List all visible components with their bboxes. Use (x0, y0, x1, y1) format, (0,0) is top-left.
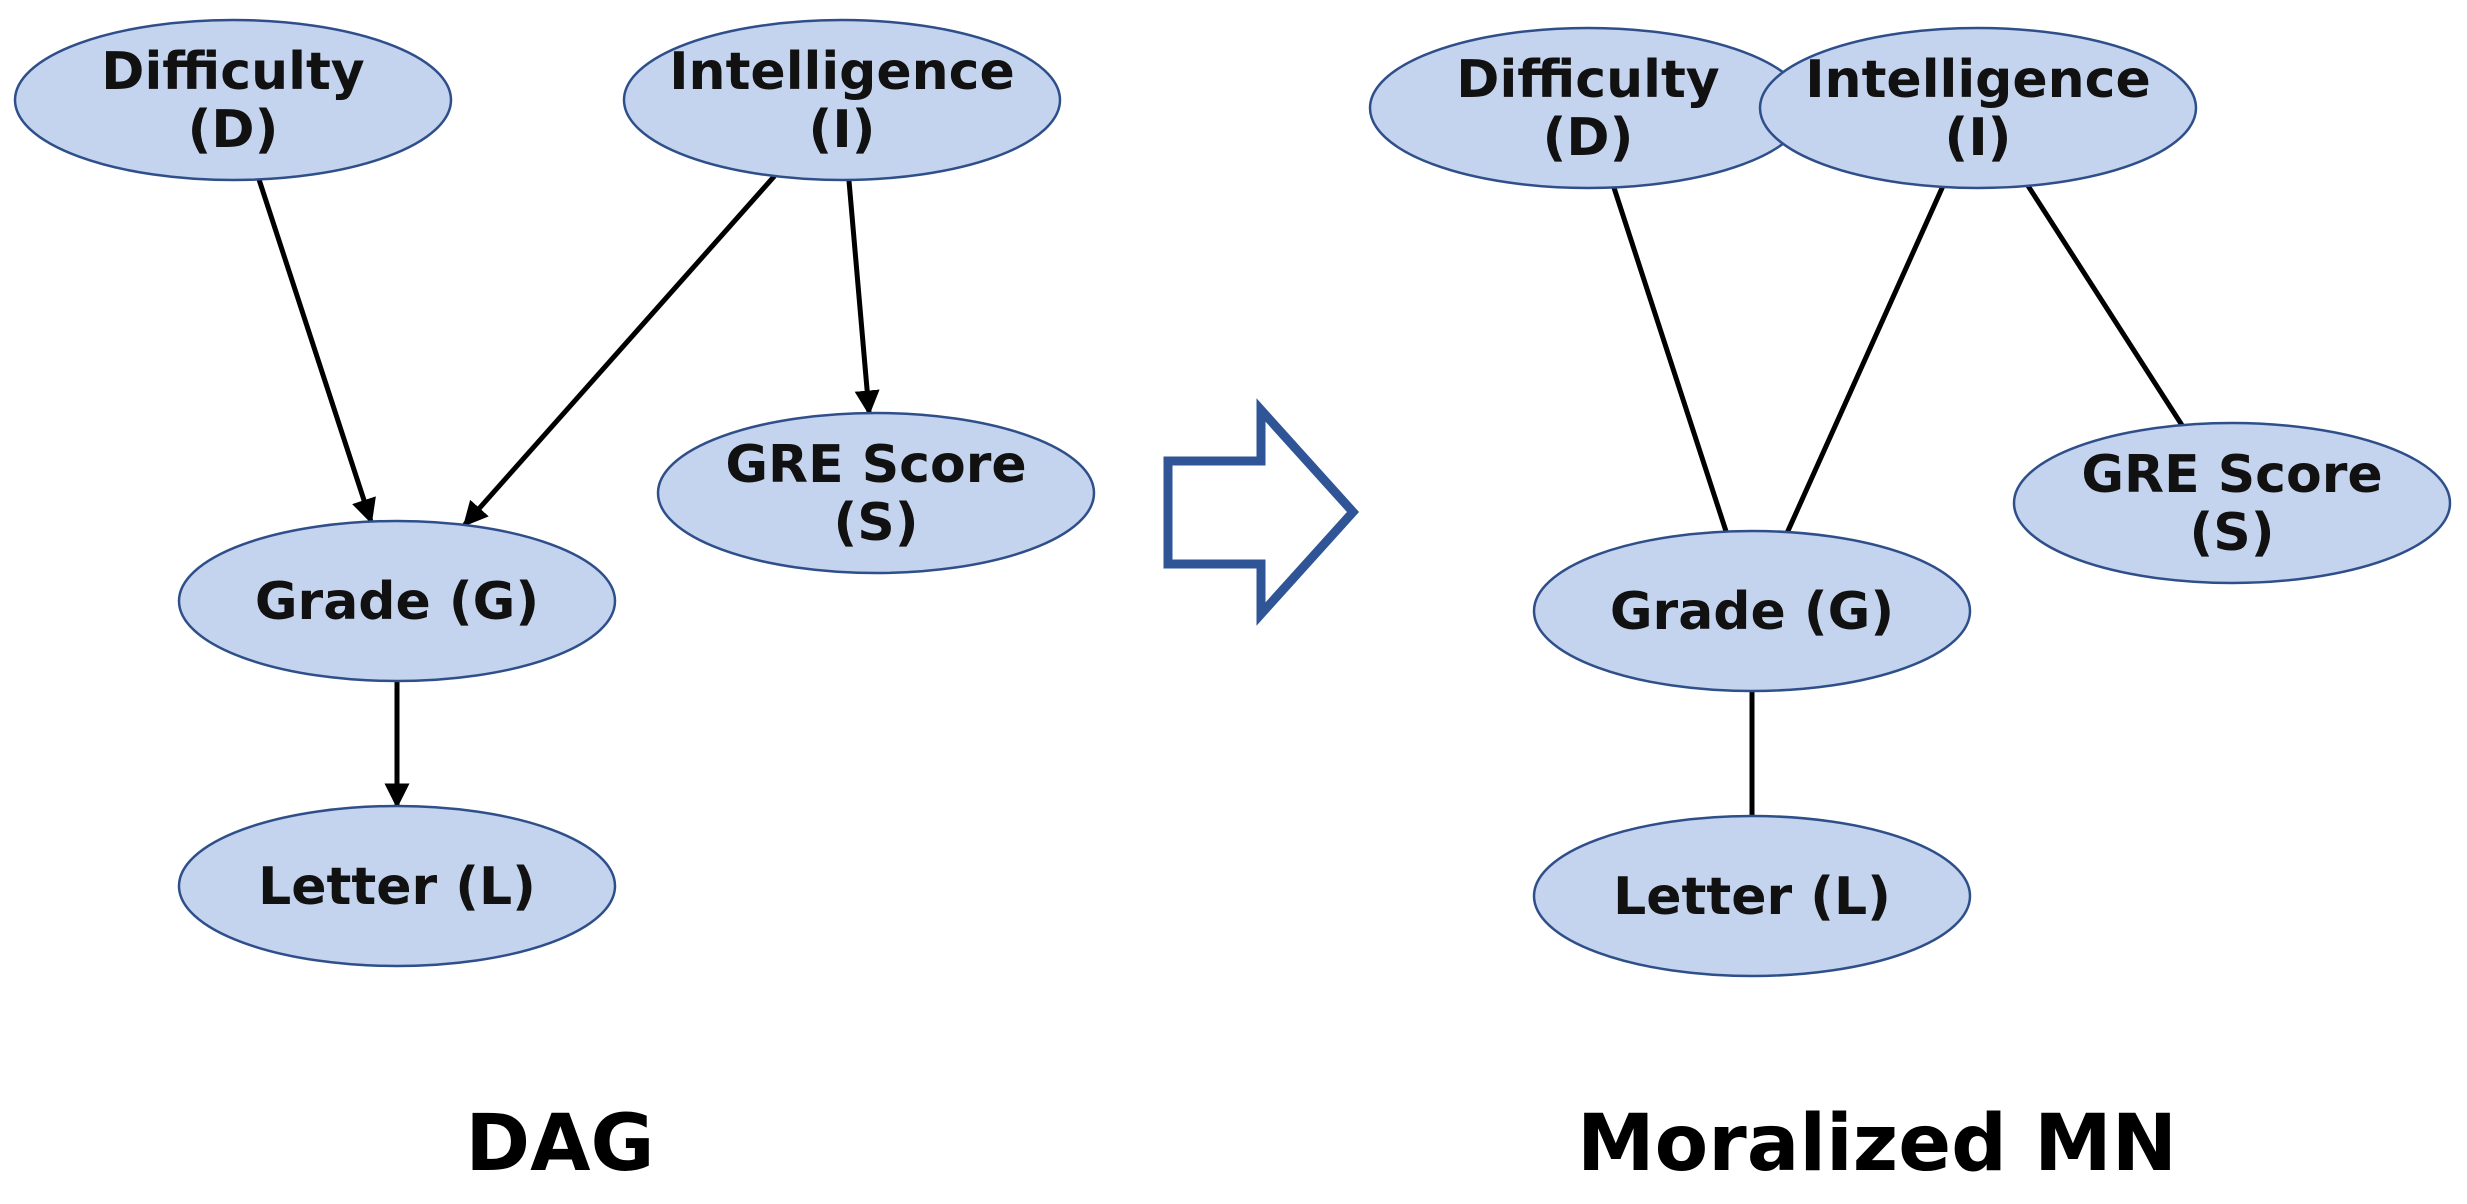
dag-difficulty-node-label-1: Difficulty (101, 42, 364, 102)
dag-graph: Difficulty(D) Intelligence(I) GRE Score(S)… (13, 18, 1096, 968)
mn-intelligence-node-label-2: (I) (1945, 108, 2012, 168)
dag-letter-node-ellipse (177, 804, 617, 968)
dag-edge-d-g (256, 178, 376, 524)
mn-letter-node-ellipse (1532, 814, 1972, 978)
mn-difficulty-node-label-2: (D) (1543, 108, 1634, 168)
dag-edge-i-s (846, 179, 880, 416)
dag-edge-i-g (462, 174, 777, 527)
mn-intelligence-node: Intelligence(I) (1758, 26, 2198, 190)
mn-difficulty-node: Difficulty(D) (1368, 26, 1808, 190)
dag-gre-score-node: GRE Score(S) (656, 411, 1096, 575)
mn-letter-node: Letter (L) (1532, 814, 1972, 978)
mn-gre-score-node-label-2: (S) (2190, 503, 2275, 563)
dag-letter-node-label-1: Letter (L) (258, 857, 536, 917)
dag-difficulty-node-label-2: (D) (188, 100, 279, 160)
dag-grade-node-ellipse (177, 519, 617, 683)
mn-gre-score-node-label-1: GRE Score (2081, 445, 2382, 505)
mn-grade-node: Grade (G) (1532, 529, 1972, 693)
dag-difficulty-node-ellipse (13, 18, 453, 182)
right-arrow-outline-icon (1163, 398, 1360, 626)
dag-gre-score-node-label-1: GRE Score (725, 435, 1026, 495)
mn-edge-d-g (1611, 186, 1729, 533)
dag-intelligence-node-ellipse (622, 18, 1062, 182)
mn-difficulty-node-label-1: Difficulty (1456, 50, 1719, 110)
mn-gre-score-node-ellipse (2012, 421, 2452, 585)
dag-intelligence-node-label-1: Intelligence (669, 42, 1015, 102)
dag-gre-score-node-ellipse (656, 411, 1096, 575)
dag-intelligence-node: Intelligence(I) (622, 18, 1062, 182)
dag-intelligence-node-label-2: (I) (809, 100, 876, 160)
moralized-mn-caption: Moralized MN (1577, 1099, 2177, 1189)
mn-grade-node-label-1: Grade (G) (1610, 582, 1894, 642)
mn-gre-score-node: GRE Score(S) (2012, 421, 2452, 585)
mn-intelligence-node-ellipse (1758, 26, 2198, 190)
dag-grade-node: Grade (G) (177, 519, 617, 683)
dag-letter-node: Letter (L) (177, 804, 617, 968)
mn-grade-node-ellipse (1532, 529, 1972, 693)
mn-edge-i-g (1785, 185, 1945, 534)
dag-difficulty-node: Difficulty(D) (13, 18, 453, 182)
mn-intelligence-node-label-1: Intelligence (1805, 50, 2151, 110)
dag-grade-node-label-1: Grade (G) (255, 572, 539, 632)
dag-caption: DAG (465, 1099, 654, 1189)
dag-gre-score-node-label-2: (S) (834, 493, 919, 553)
moralized-mn-graph: Difficulty(D)Intelligence(I)GRE Score(S)… (1368, 26, 2452, 978)
mn-edge-i-s (2025, 184, 2185, 427)
mn-letter-node-label-1: Letter (L) (1613, 867, 1891, 927)
